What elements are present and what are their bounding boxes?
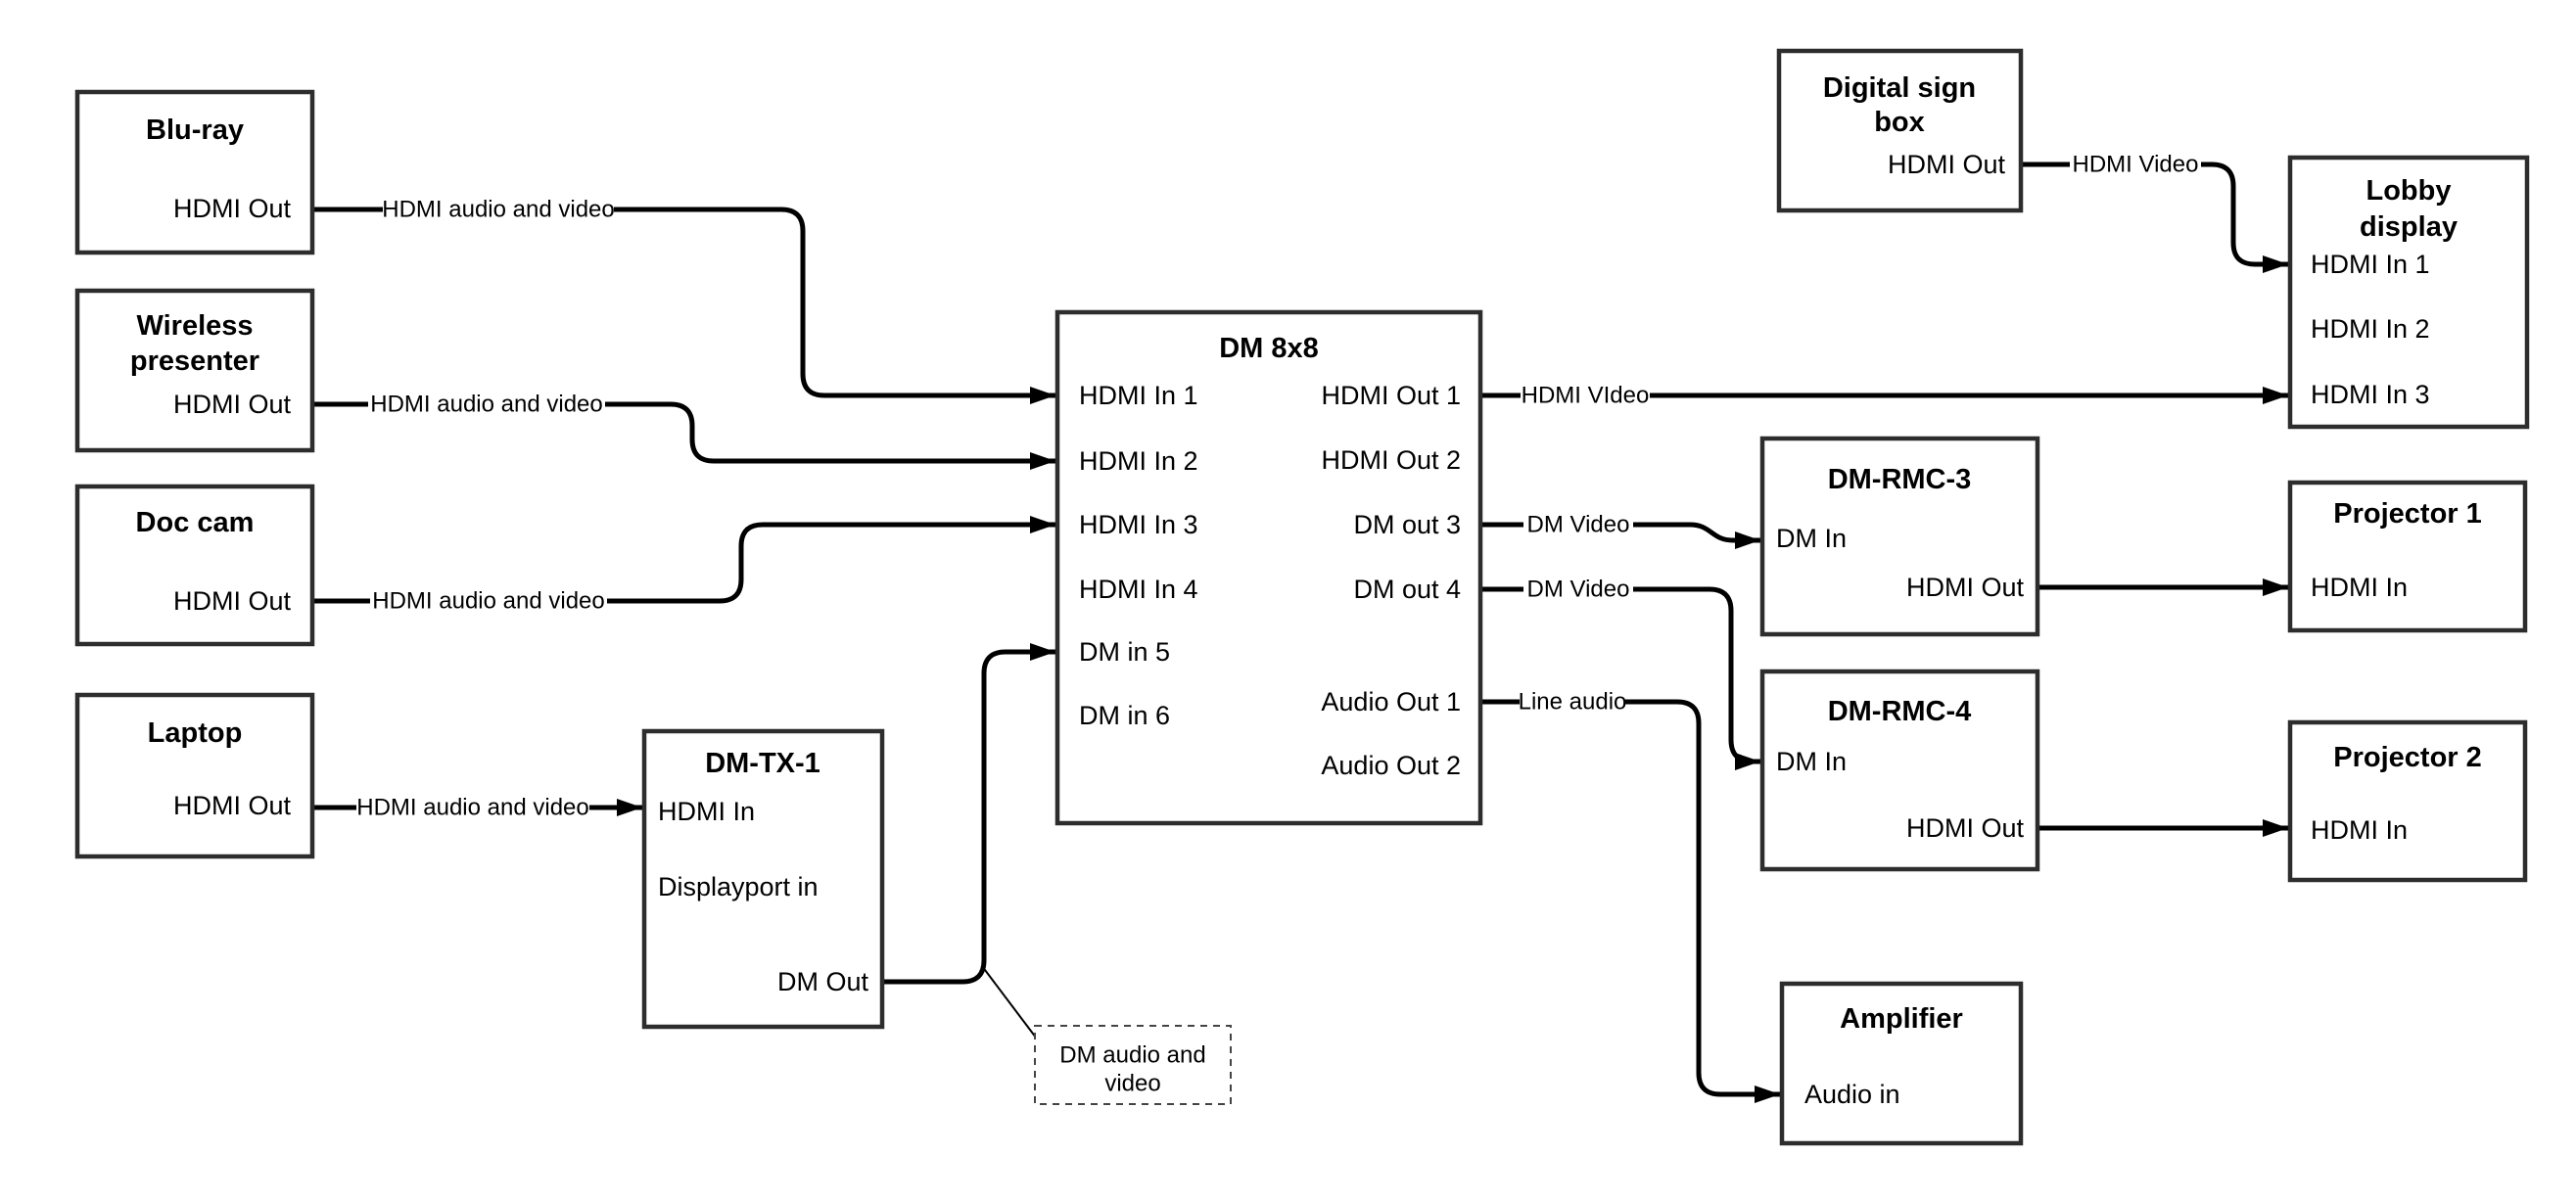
dm8x8-port-audio-out-2: Audio Out 2 [1321,751,1461,780]
annotation-leader-line [981,965,1037,1039]
lobby-port-hdmi-in-3: HDMI In 3 [2311,380,2430,409]
dmrmc4-port-hdmi-out: HDMI Out [1906,813,2025,843]
dm8x8-port-hdmi-out-2: HDMI Out 2 [1321,445,1461,475]
dmtx1-port-dm-out: DM Out [777,967,869,996]
projector1-title: Projector 1 [2333,498,2482,530]
connector-label-hdmiout1: HDMI VIdeo [1522,383,1650,409]
doccam-port-hdmi-out: HDMI Out [173,586,292,616]
dm8x8-port-dm-out-4: DM out 4 [1353,575,1461,604]
projector2-box [2287,719,2528,883]
connector-dmtx1-to-dm8x8-in5 [884,643,1055,985]
connector-doccam-to-dm8x8-in3 [607,516,1055,604]
dmrmc3-port-dm-in: DM In [1776,524,1847,553]
laptop-port-hdmi-out: HDMI Out [173,791,292,820]
dm8x8-box [1054,309,1483,826]
wireless-title-line1: Wireless [136,310,253,342]
lobby-title-line1: Lobby [2366,175,2452,207]
dm8x8-port-dm-out-3: DM out 3 [1353,510,1461,539]
node-dmrmc3: DM-RMC-3 DM In HDMI Out [1759,436,2040,637]
dmtx1-box [641,728,885,1030]
connector-dmout4-to-dmrmc4 [1633,586,1760,770]
dmtx1-title: DM-TX-1 [705,748,820,779]
laptop-box [74,692,315,859]
dm8x8-port-hdmi-in-1: HDMI In 1 [1079,381,1198,410]
node-dmtx1: DM-TX-1 HDMI In Displayport in DM Out [641,728,885,1030]
dmrmc3-title: DM-RMC-3 [1828,464,1972,495]
dmtx1-port-hdmi-in: HDMI In [658,797,755,826]
lobby-port-hdmi-in-2: HDMI In 2 [2311,314,2430,344]
connector-label-wireless: HDMI audio and video [370,392,602,418]
dm8x8-title: DM 8x8 [1219,333,1319,364]
doccam-title: Doc cam [136,507,255,538]
connector-label-audioout1: Line audio [1519,689,1627,716]
bluray-box [74,89,315,255]
dmrmc3-box [1759,436,2040,637]
annotation-line1: DM audio and [1059,1042,1205,1069]
wireless-box [74,288,315,453]
dm8x8-port-hdmi-in-2: HDMI In 2 [1079,446,1198,476]
projector2-title: Projector 2 [2333,742,2482,773]
connector-label-doccam: HDMI audio and video [372,588,604,615]
dm8x8-port-hdmi-out-1: HDMI Out 1 [1321,381,1461,410]
connectors: HDMI audio and video HDMI audio and vide… [314,152,2288,1103]
node-wireless-presenter: Wireless presenter HDMI Out [74,288,315,453]
bluray-title: Blu-ray [146,115,244,146]
amplifier-port-audio-in: Audio in [1804,1080,1900,1109]
lobby-port-hdmi-in-1: HDMI In 1 [2311,250,2430,279]
connector-label-digisign: HDMI Video [2073,152,2199,178]
node-bluray: Blu-ray HDMI Out [74,89,315,255]
node-dmrmc4: DM-RMC-4 DM In HDMI Out [1759,669,2040,872]
node-lobby-display: Lobby display HDMI In 1 HDMI In 2 HDMI I… [2287,155,2530,430]
node-amplifier: Amplifier Audio in [1779,981,2024,1146]
bluray-port-hdmi-out: HDMI Out [173,194,292,223]
lobby-display-box [2287,155,2530,430]
connector-bluray-to-dm8x8-in1 [614,207,1055,404]
connector-label-bluray: HDMI audio and video [382,197,614,223]
annotation-line2: video [1104,1071,1160,1097]
dmtx1-port-displayport-in: Displayport in [658,872,819,901]
dmrmc3-port-hdmi-out: HDMI Out [1906,573,2025,602]
node-digital-sign-box: Digital sign box HDMI Out [1776,48,2024,213]
node-projector2: Projector 2 HDMI In [2287,719,2528,883]
wireless-port-hdmi-out: HDMI Out [173,390,292,419]
node-projector1: Projector 1 HDMI In [2287,480,2528,633]
digital-sign-title-line1: Digital sign [1823,72,1976,104]
dmrmc4-port-dm-in: DM In [1776,747,1847,776]
dm8x8-port-dm-in-6: DM in 6 [1079,701,1170,730]
projector1-port-hdmi-in: HDMI In [2311,573,2408,602]
connector-digisign-to-lobby-in1 [2201,162,2288,273]
amplifier-title: Amplifier [1840,1003,1963,1035]
connector-label-dmout3: DM Video [1527,512,1630,538]
projector2-port-hdmi-in: HDMI In [2311,815,2408,845]
dmrmc4-title: DM-RMC-4 [1828,696,1972,727]
annotation-box [1034,1025,1232,1105]
digital-sign-title-line2: box [1874,107,1925,138]
dm8x8-port-hdmi-in-3: HDMI In 3 [1079,510,1198,539]
laptop-title: Laptop [148,717,243,749]
connector-audioout1-to-amplifier [1625,699,1780,1103]
wireless-title-line2: presenter [130,346,259,377]
node-laptop: Laptop HDMI Out [74,692,315,859]
projector1-box [2287,480,2528,633]
digital-sign-port-hdmi-out: HDMI Out [1888,150,2006,179]
lobby-title-line2: display [2360,211,2458,243]
node-doccam: Doc cam HDMI Out [74,484,315,647]
doccam-box [74,484,315,647]
connector-label-dmout4: DM Video [1527,577,1630,603]
connector-wireless-to-dm8x8-in2 [605,401,1055,470]
node-dm8x8: DM 8x8 HDMI In 1 HDMI In 2 HDMI In 3 HDM… [1054,309,1483,826]
dm8x8-port-hdmi-in-4: HDMI In 4 [1079,575,1198,604]
dm8x8-port-dm-in-5: DM in 5 [1079,637,1170,667]
dmrmc4-box [1759,669,2040,872]
connector-dmout3-to-dmrmc3 [1633,522,1760,549]
annotation-dm-audio-video: DM audio and video [1034,1025,1232,1105]
amplifier-box [1779,981,2024,1146]
connector-label-laptop: HDMI audio and video [356,795,588,821]
dm8x8-port-audio-out-1: Audio Out 1 [1321,687,1461,716]
digital-sign-box [1776,48,2024,213]
